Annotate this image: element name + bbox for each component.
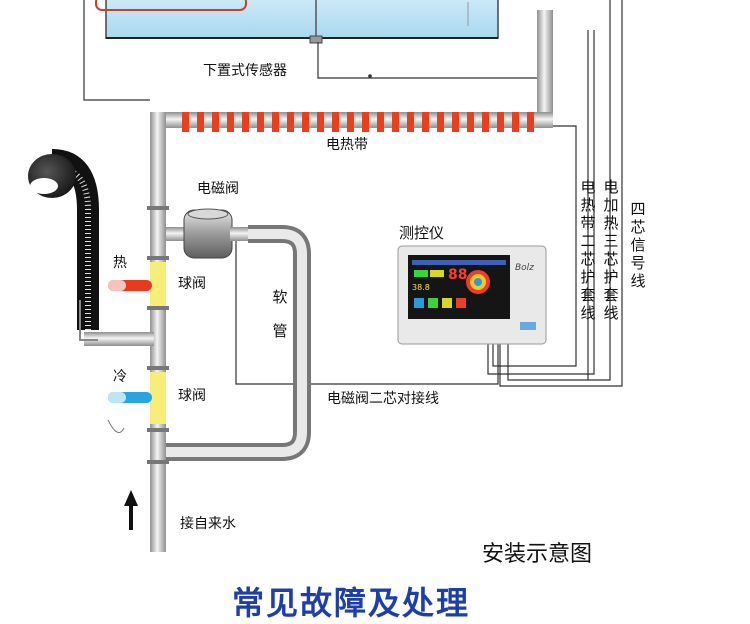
controller-brand: Bolz	[515, 263, 534, 273]
section-banner: 常见故障及处理	[232, 584, 471, 622]
sensor-label: 下置式传感器	[203, 63, 287, 79]
controller-small-digits: 38.8	[412, 283, 430, 292]
hose-label: 软管	[272, 288, 288, 340]
ball-valves	[150, 262, 166, 424]
ball-valve-label-1: 球阀	[178, 276, 206, 292]
sensor-dot	[368, 74, 372, 78]
diagram-caption: 安装示意图	[482, 542, 593, 567]
solenoid-valve	[166, 208, 250, 259]
heater-cable-label: 电加热三芯护套线	[603, 178, 619, 322]
cold-label: 冷	[113, 369, 127, 385]
controller-digits: 88	[448, 267, 468, 283]
heating-tape	[182, 112, 534, 132]
tape-cable-label: 电热带二芯护套线	[580, 178, 596, 322]
controller-label: 测控仪	[399, 224, 445, 242]
signal-cable-label: 四芯信号线	[630, 200, 646, 290]
shower-head	[28, 149, 154, 346]
arrow-up-icon	[124, 490, 138, 530]
water-tank	[95, 0, 499, 44]
hose	[166, 225, 311, 461]
cold-pipe-hint	[107, 419, 125, 433]
ball-valve-label-2: 球阀	[178, 388, 206, 404]
hot-label: 热	[113, 255, 127, 271]
installation-diagram: 88 38.8 Bolz 下置式传感器 电热带 电磁阀 测控仪 热 冷 球阀 球…	[28, 0, 646, 622]
heating-tape-label: 电热带	[326, 137, 368, 153]
controller-device	[397, 245, 547, 345]
solenoid-valve-label: 电磁阀	[197, 181, 239, 197]
hot-indicator	[108, 280, 152, 291]
valve-cable-label: 电磁阀二芯对接线	[327, 391, 439, 407]
diagram-canvas	[28, 0, 623, 552]
inlet-label: 接自来水	[180, 516, 236, 532]
cold-indicator	[108, 392, 152, 403]
cable-lines	[83, 0, 623, 387]
